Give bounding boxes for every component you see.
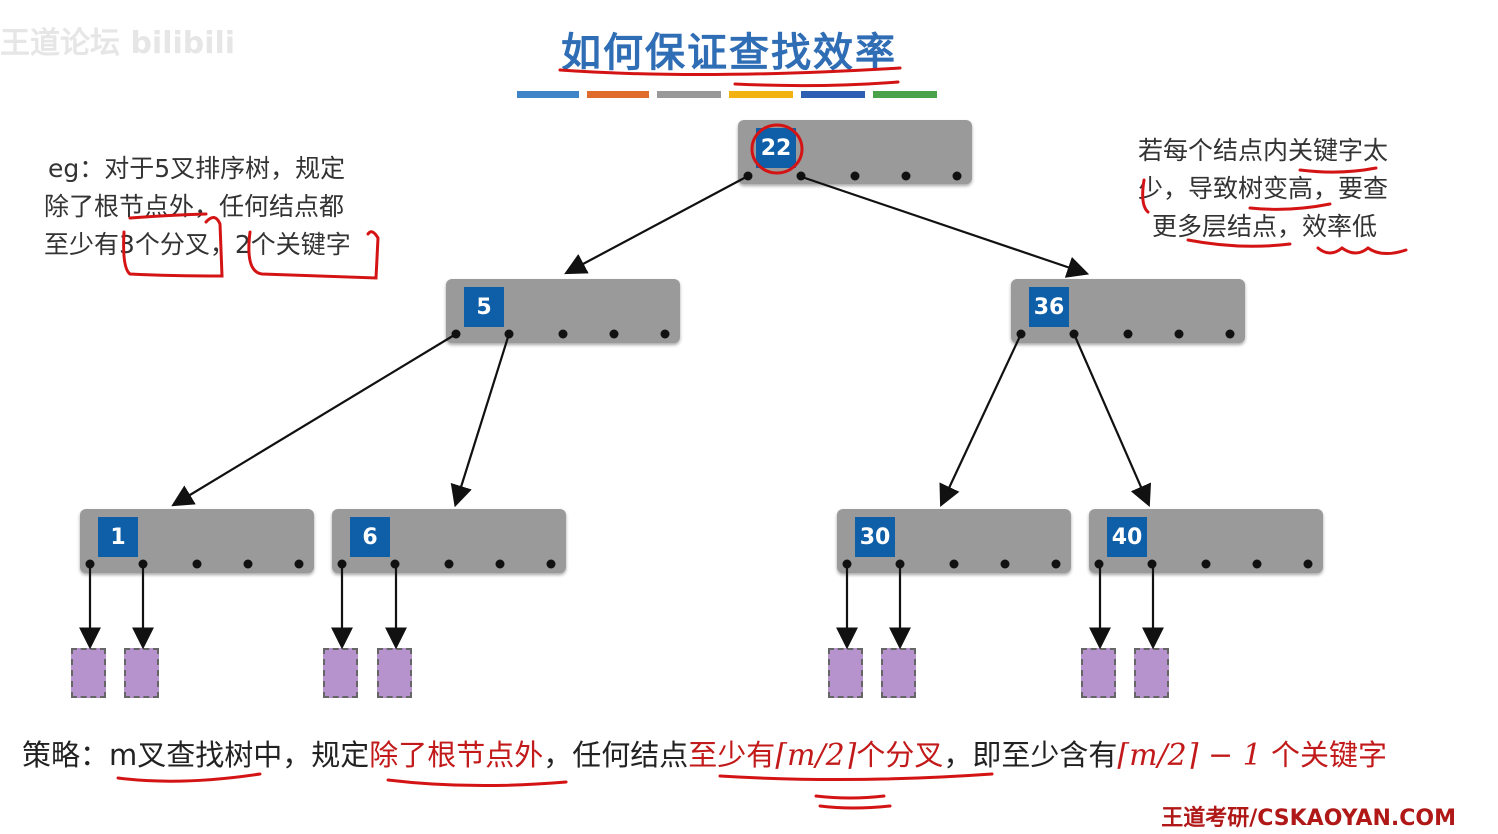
node-key: 30 bbox=[855, 517, 895, 557]
pointer-dot bbox=[243, 559, 253, 569]
node-key: 36 bbox=[1029, 287, 1069, 327]
strategy-part: ，即至少含有 bbox=[943, 738, 1118, 772]
pointer-dot bbox=[1094, 559, 1104, 569]
failure-leaf bbox=[1081, 648, 1116, 698]
strategy-highlight: 个分叉 bbox=[856, 738, 944, 772]
pointer-dot bbox=[660, 329, 670, 339]
left-note-line: 除了根节点外，任何结点都 bbox=[44, 192, 345, 221]
pointer-dot bbox=[192, 559, 202, 569]
pointer-dot bbox=[546, 559, 556, 569]
color-bar-segment bbox=[517, 91, 579, 98]
pointer-dot bbox=[842, 559, 852, 569]
pointer-dot bbox=[1051, 559, 1061, 569]
pointer-dot bbox=[495, 559, 505, 569]
pointer-dot bbox=[1225, 329, 1235, 339]
strategy-highlight: 个关键字 bbox=[1261, 738, 1387, 772]
tree-edges bbox=[79, 174, 1164, 650]
pointer-dot bbox=[895, 559, 905, 569]
pointer-dot bbox=[444, 559, 454, 569]
strategy-formula: ⌈m/2⌉ − 1 bbox=[1117, 738, 1262, 773]
footer-brand: 王道考研/CSKAOYAN.COM bbox=[1161, 806, 1456, 831]
left-note-line: 至少有3个分叉，2个关键字 bbox=[44, 230, 351, 259]
color-bar-segment bbox=[729, 91, 793, 98]
failure-leaf bbox=[377, 648, 412, 698]
pointer-dots bbox=[85, 171, 1313, 569]
node-key: 40 bbox=[1107, 517, 1147, 557]
node-key: 22 bbox=[756, 128, 796, 168]
failure-leaf bbox=[828, 648, 863, 698]
failure-leaf bbox=[323, 648, 358, 698]
strategy-highlight: 除了根节点外 bbox=[369, 738, 544, 772]
pointer-dot bbox=[1303, 559, 1313, 569]
pointer-dot bbox=[1147, 559, 1157, 569]
strategy-part: ，任何结点 bbox=[543, 738, 689, 772]
page-title: 如何保证查找效率 bbox=[561, 30, 897, 76]
color-bar-segment bbox=[657, 91, 721, 98]
pointer-dot bbox=[337, 559, 347, 569]
pointer-dot bbox=[609, 329, 619, 339]
pointer-dot bbox=[1252, 559, 1262, 569]
node-key: 1 bbox=[98, 517, 138, 557]
color-bar-segment bbox=[801, 91, 865, 98]
left-note-line: eg：对于5叉排序树，规定 bbox=[48, 154, 346, 183]
right-note-line: 少，导致树变高，要查 bbox=[1138, 174, 1389, 203]
strategy-highlight: 至少有 bbox=[688, 738, 776, 772]
pointer-dot bbox=[138, 559, 148, 569]
pointer-dot bbox=[952, 171, 962, 181]
right-note-line: 更多层结点，效率低 bbox=[1152, 212, 1378, 241]
left-note: eg：对于5叉排序树，规定 除了根节点外，任何结点都 至少有3个分叉，2个关键字 bbox=[44, 150, 389, 264]
pointer-dot bbox=[1174, 329, 1184, 339]
pointer-dot bbox=[901, 171, 911, 181]
strategy-part: m叉查找树中，规定 bbox=[109, 738, 370, 772]
pointer-dot bbox=[1000, 559, 1010, 569]
pointer-dot bbox=[949, 559, 959, 569]
pointer-dot bbox=[85, 559, 95, 569]
pointer-dot bbox=[294, 559, 304, 569]
failure-leaf bbox=[881, 648, 916, 698]
pointer-dot bbox=[1123, 329, 1133, 339]
pen-annotations bbox=[116, 66, 1408, 810]
color-bar-segment bbox=[873, 91, 937, 98]
failure-leaf bbox=[124, 648, 159, 698]
node-key: 5 bbox=[464, 287, 504, 327]
right-note: 若每个结点内关键字太 少，导致树变高，要查 更多层结点，效率低 bbox=[1138, 132, 1418, 246]
pointer-dot bbox=[558, 329, 568, 339]
pointer-dot bbox=[390, 559, 400, 569]
strategy-formula: ⌈m/2⌉ bbox=[775, 738, 857, 773]
watermark: 王道论坛 bilibili bbox=[0, 26, 236, 61]
right-note-line: 若每个结点内关键字太 bbox=[1138, 136, 1389, 165]
pointer-dot bbox=[1201, 559, 1211, 569]
pointer-dot bbox=[850, 171, 860, 181]
color-bar-segment bbox=[587, 91, 649, 98]
strategy-text: 策略：m叉查找树中，规定除了根节点外，任何结点至少有⌈m/2⌉个分叉，即至少含有… bbox=[22, 732, 1387, 774]
strategy-prefix: 策略： bbox=[22, 738, 110, 772]
node-key: 6 bbox=[350, 517, 390, 557]
